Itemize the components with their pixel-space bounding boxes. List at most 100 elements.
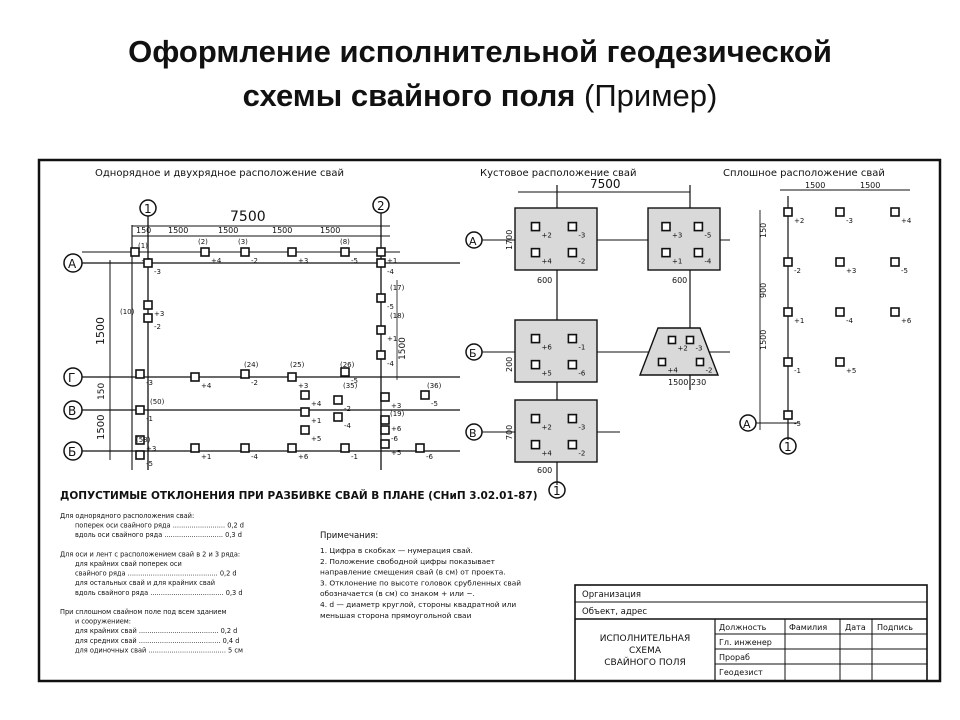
pile-deviation: +1 [387, 335, 397, 343]
pile-deviation: -3 [578, 424, 585, 432]
pile-solid [890, 207, 900, 217]
dim-1500-left-1: 1500 [94, 317, 107, 345]
pile-deviation: -4 [344, 422, 352, 430]
pile-deviation: -2 [251, 379, 258, 387]
pile-cluster-trapezoid [685, 335, 695, 345]
pile-deviation: -6 [578, 370, 586, 378]
pile-deviation: +2 [542, 424, 552, 432]
pile-deviation: -2 [578, 258, 585, 266]
pile-solid [835, 357, 845, 367]
pile-label-1: (1) [138, 242, 148, 250]
dim-150-solid: 150 [759, 223, 768, 238]
pile-deviation: +1 [311, 417, 321, 425]
pile-cluster-4 [514, 399, 598, 463]
pile-row-a [340, 247, 350, 257]
pile-row-v [420, 390, 430, 400]
pile-deviation: -5 [431, 400, 438, 408]
notes-list: 1. Цифра в скобках — нумерация свай.2. П… [320, 546, 521, 620]
pile-deviation: +6 [391, 425, 402, 433]
pile-label-35: (35) [343, 382, 358, 390]
pile-deviation: -4 [387, 360, 395, 368]
dim-1500-solid-a: 1500 [805, 181, 825, 190]
pile-cluster [530, 359, 541, 370]
dim-150-left: 150 [97, 383, 107, 400]
pile-deviation: +3 [391, 402, 401, 410]
row-layout: 1 2 7500 1500 1500 1500 1500 150 А Г В Б… [63, 196, 460, 470]
pile-deviation: +4 [211, 257, 222, 265]
pile-cluster [661, 247, 671, 258]
tb-header-date: Дата [845, 623, 866, 632]
pile-deviation: +3 [298, 257, 308, 265]
pile-cluster [567, 221, 578, 232]
pile-deviation: -1 [578, 344, 585, 352]
pile-solid [890, 257, 900, 267]
pile-cluster [567, 413, 578, 424]
pile-row-b [240, 443, 250, 453]
axis-A-label-cluster: А [469, 235, 477, 248]
pile-deviation: -3 [154, 268, 161, 276]
dim-7500-row: 7500 [230, 209, 266, 225]
pile-cluster [567, 247, 578, 258]
axis-1-marker-cluster [548, 481, 566, 499]
title-line-2-main: схемы свайного поля [242, 78, 576, 113]
pile-label-2: (2) [198, 238, 208, 246]
axis-V-label: В [68, 404, 76, 418]
pile-row-g [190, 372, 200, 382]
pile-deviation: -5 [704, 232, 711, 240]
pile-deviation: +5 [542, 370, 552, 378]
pile-row-vertical [376, 325, 386, 335]
dim-1500-solid-b: 1500 [860, 181, 880, 190]
section-row-heading: Однорядное и двухрядное расположение сва… [95, 168, 344, 179]
pile-deviation: +6 [298, 453, 309, 461]
pile-deviation: +3 [154, 310, 164, 318]
pile-deviation: +2 [678, 345, 688, 353]
axis-A-label-solid: А [743, 418, 751, 431]
pile-deviation: +5 [391, 449, 401, 457]
pile-label-26: (26) [340, 361, 355, 369]
note-line: 3. Отклонение по высоте головок срубленн… [320, 578, 521, 587]
pile-deviation: -3 [578, 232, 585, 240]
pile-label-19: (19) [390, 410, 405, 418]
title-line-1: Оформление исполнительной геодезической [128, 34, 832, 69]
pile-row-v [135, 405, 145, 415]
pile-deviation: -3 [146, 379, 153, 387]
pile-label-18: (18) [390, 312, 405, 320]
pile-row-a [200, 247, 210, 257]
pile-cluster [530, 221, 541, 232]
tolerances-heading: ДОПУСТИМЫЕ ОТКЛОНЕНИЯ ПРИ РАЗБИВКЕ СВАЙ … [60, 489, 538, 502]
tb-doc-title-2: СХЕМА [629, 646, 662, 656]
pile-deviation: -1 [794, 367, 801, 375]
notes-heading: Примечания: [320, 531, 378, 541]
note-line: направление смещения свай (в см) от прое… [320, 568, 506, 577]
pile-deviation: +4 [311, 400, 322, 408]
pile-label-24: (24) [244, 361, 259, 369]
pile-deviation: +4 [201, 382, 212, 390]
pile-row-vertical [143, 300, 153, 310]
cluster-layout: 7500 1 А Б В 600 600 600 1500 230 1700 2… [465, 177, 730, 499]
title-line-2: схемы свайного поля (Пример) [0, 74, 960, 118]
tolerance-line: и сооружением: [75, 618, 131, 626]
pile-deviation: +3 [672, 232, 682, 240]
pile-label-17: (17) [390, 284, 405, 292]
pile-deviation: -1 [351, 453, 358, 461]
tolerance-line: вдоль оси свайного ряда ................… [75, 531, 242, 539]
pile-row-v [333, 395, 343, 405]
pile-solid [783, 257, 793, 267]
pile-cluster [567, 359, 578, 370]
pile-deviation: -5 [901, 267, 908, 275]
pile-deviation: -4 [704, 258, 712, 266]
pile-deviation: -5 [146, 460, 153, 468]
pile-cluster-trapezoid [667, 335, 677, 345]
dim-150-top: 150 [136, 226, 151, 235]
pile-deviation: +1 [201, 453, 211, 461]
pile-deviation: -4 [387, 268, 395, 276]
pile-row-v [300, 425, 310, 435]
pile-deviation: -5 [794, 420, 801, 428]
pile-row-b [340, 443, 350, 453]
tolerance-line: Для однорядного расположения свай: [60, 512, 194, 520]
pile-row-b [135, 450, 145, 460]
pile-deviation: -4 [251, 453, 259, 461]
pile-solid [783, 410, 793, 420]
pile-deviation: +1 [387, 257, 397, 265]
